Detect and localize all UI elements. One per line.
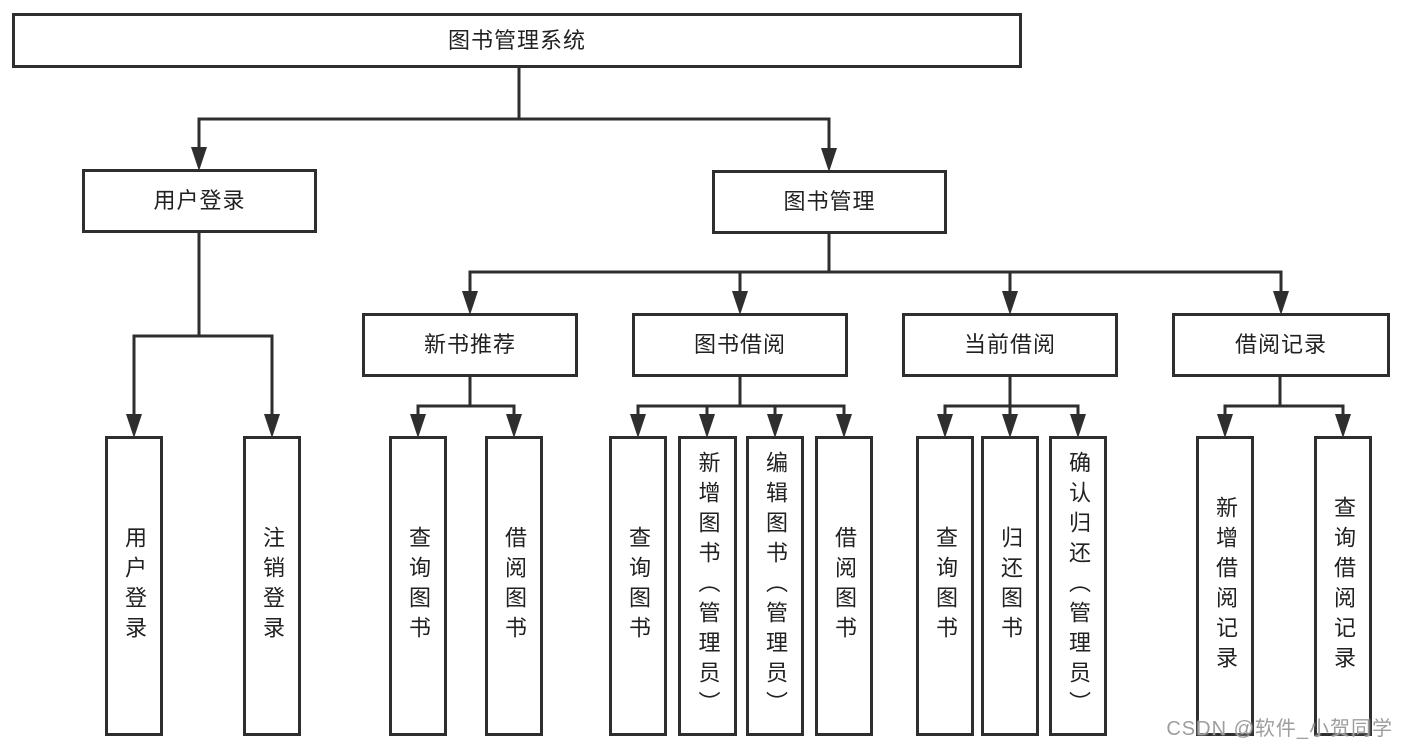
arrow-down-icon xyxy=(1273,291,1289,315)
connector-bookborrow-to-leaves xyxy=(636,376,846,426)
arrow-down-icon xyxy=(1002,414,1018,438)
arrow-down-icon xyxy=(1335,414,1351,438)
node-label: 新书推荐 xyxy=(423,332,516,357)
leaf-confirm-return-admin: 确认归还（管理员） xyxy=(1049,436,1107,736)
node-label: 用户登录 xyxy=(153,188,246,213)
leaf-label: 新增图书（管理员） xyxy=(695,451,721,721)
leaf-label: 编辑图书（管理员） xyxy=(763,451,788,721)
connector-root-to-level2 xyxy=(197,66,831,159)
leaf-label: 注销登录 xyxy=(260,526,285,646)
connector-newbooks-to-leaves xyxy=(416,376,516,426)
leaf-label: 查询图书 xyxy=(406,526,431,646)
node-user-login: 用户登录 xyxy=(82,169,317,233)
leaf-label: 确认归还（管理员） xyxy=(1066,451,1091,721)
leaf-label: 新增借阅记录 xyxy=(1213,496,1238,676)
connector-userlogin-to-leaves xyxy=(132,232,274,426)
arrow-down-icon xyxy=(410,414,426,438)
arrowheads xyxy=(126,147,1351,438)
leaf-label: 查询图书 xyxy=(626,526,651,646)
arrow-down-icon xyxy=(1217,414,1233,438)
arrow-down-icon xyxy=(767,414,783,438)
leaf-query-books-borrow: 查询图书 xyxy=(609,436,667,736)
node-root-system: 图书管理系统 xyxy=(12,13,1022,68)
node-new-book-recommend: 新书推荐 xyxy=(362,313,578,377)
node-label: 当前借阅 xyxy=(963,332,1056,357)
arrow-down-icon xyxy=(126,414,142,438)
arrow-down-icon xyxy=(630,414,646,438)
arrow-down-icon xyxy=(506,414,522,438)
leaf-label: 用户登录 xyxy=(122,526,147,646)
leaf-borrow-books-recommend: 借阅图书 xyxy=(485,436,543,736)
node-current-borrow: 当前借阅 xyxy=(902,313,1118,377)
leaf-user-login: 用户登录 xyxy=(105,436,163,736)
leaf-add-books-admin: 新增图书（管理员） xyxy=(678,436,737,736)
leaf-label: 借阅图书 xyxy=(502,526,527,646)
node-label: 借阅记录 xyxy=(1234,332,1327,357)
leaf-label: 归还图书 xyxy=(998,526,1023,646)
node-label: 图书借阅 xyxy=(693,332,786,357)
connector-borrowrecord-to-leaves xyxy=(1223,376,1345,426)
leaf-edit-books-admin: 编辑图书（管理员） xyxy=(746,436,804,736)
leaf-label: 查询借阅记录 xyxy=(1331,496,1356,676)
leaf-label: 查询图书 xyxy=(933,526,958,646)
leaf-borrow-books: 借阅图书 xyxy=(815,436,873,736)
node-book-management: 图书管理 xyxy=(712,170,947,234)
leaf-logout: 注销登录 xyxy=(243,436,301,736)
arrow-down-icon xyxy=(821,148,837,172)
node-borrow-record: 借阅记录 xyxy=(1172,313,1390,377)
connector-bookmgmt-to-level3 xyxy=(468,233,1283,304)
leaf-query-books-recommend: 查询图书 xyxy=(389,436,447,736)
leaf-query-books-current: 查询图书 xyxy=(916,436,974,736)
arrow-down-icon xyxy=(836,414,852,438)
leaf-add-borrow-record: 新增借阅记录 xyxy=(1196,436,1254,736)
arrow-down-icon xyxy=(699,414,715,438)
node-book-borrow: 图书借阅 xyxy=(632,313,848,377)
arrow-down-icon xyxy=(732,291,748,315)
leaf-query-borrow-record: 查询借阅记录 xyxy=(1314,436,1372,736)
csdn-watermark: CSDN @软件_小贺同学 xyxy=(1166,718,1393,740)
node-label: 图书管理 xyxy=(783,189,876,214)
arrow-down-icon xyxy=(1070,414,1086,438)
arrow-down-icon xyxy=(937,414,953,438)
arrow-down-icon xyxy=(191,147,207,171)
arrow-down-icon xyxy=(462,291,478,315)
arrow-down-icon xyxy=(264,414,280,438)
node-label: 图书管理系统 xyxy=(447,27,586,53)
leaf-return-books: 归还图书 xyxy=(981,436,1039,736)
leaf-label: 借阅图书 xyxy=(832,526,857,646)
arrow-down-icon xyxy=(1002,291,1018,315)
